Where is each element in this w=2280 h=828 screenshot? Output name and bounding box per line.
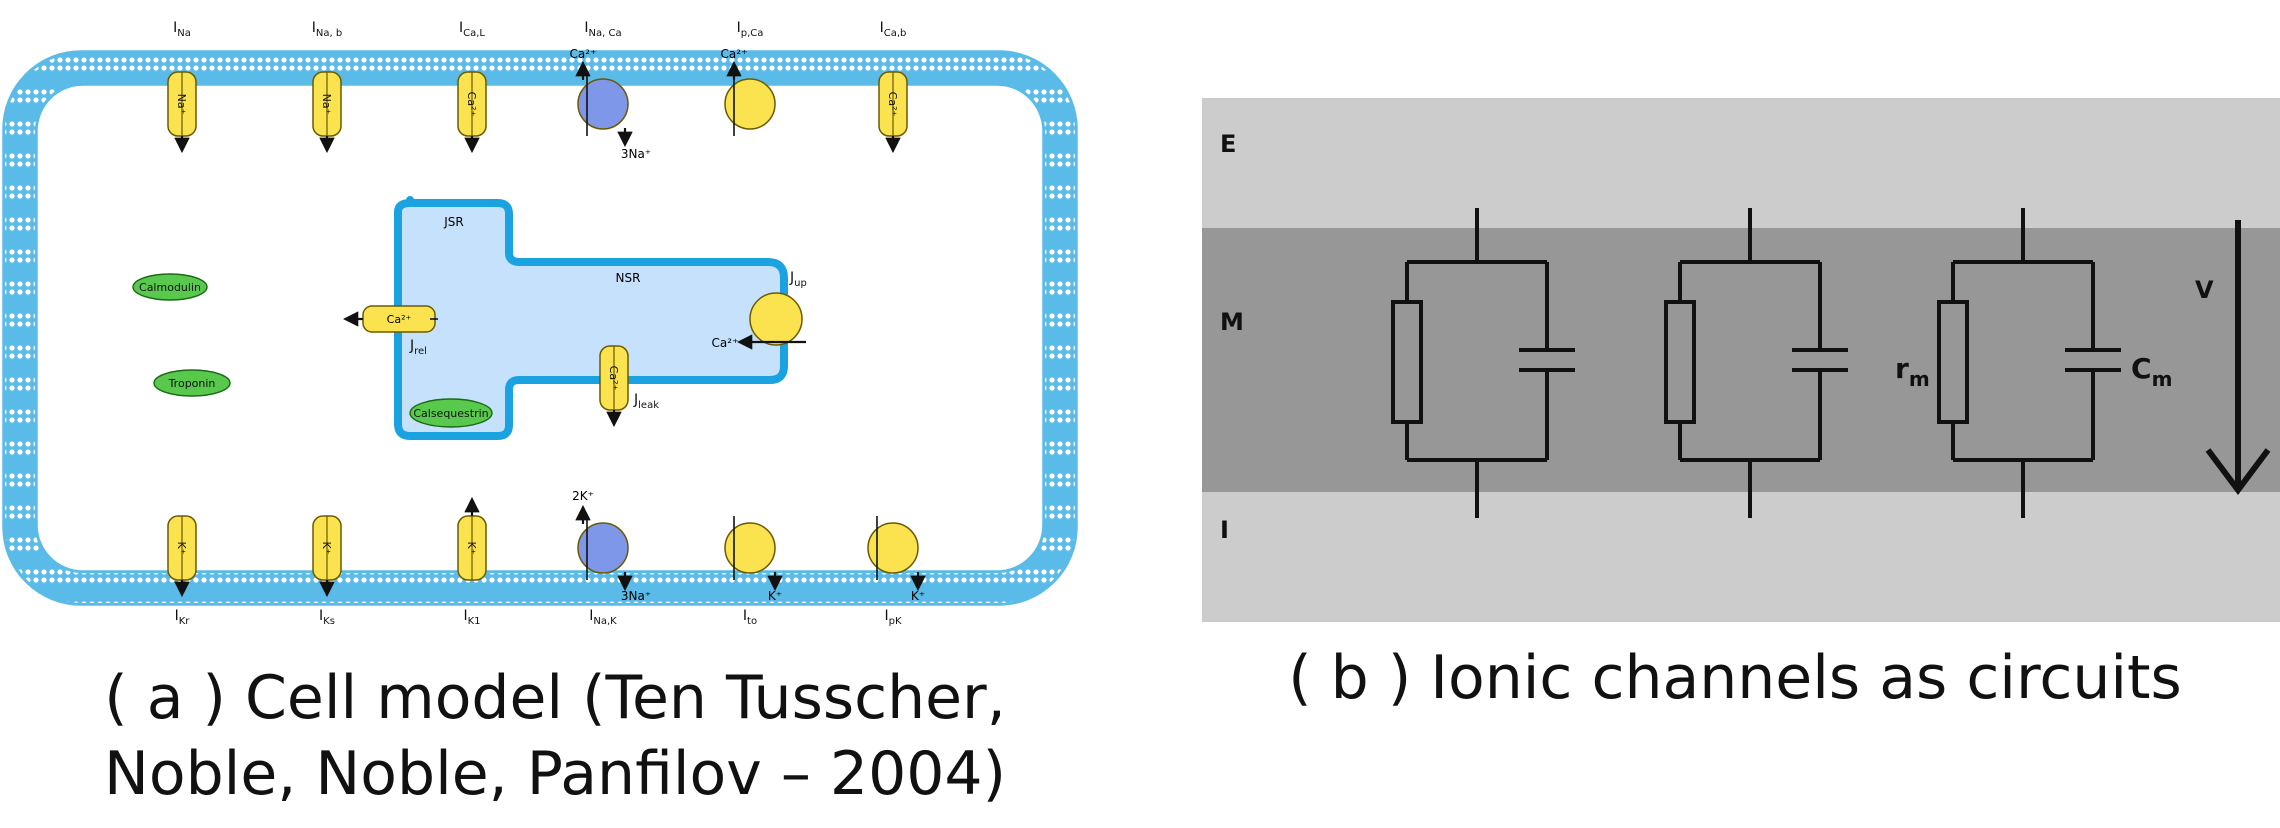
buffer-label: Calmodulin	[139, 281, 201, 294]
ion-channel-ion: K⁺	[320, 541, 333, 554]
nsr-label: NSR	[616, 271, 641, 285]
rc-circuit: rm Cm	[1895, 208, 2172, 518]
ion-label: Ca²⁺	[570, 47, 597, 61]
panel-a-caption: ( a ) Cell model (Ten Tusscher, Noble, N…	[103, 663, 1007, 809]
layer-label-M: M	[1220, 308, 1244, 336]
ion-channel-ion: Na⁺	[320, 94, 333, 115]
ion-label: 2K⁺	[572, 489, 594, 503]
ion-channel-ion: K⁺	[175, 541, 188, 554]
ion-label: Ca²⁺	[721, 47, 748, 61]
current-label-bottom: Ito	[743, 608, 757, 627]
extracellular-layer	[1202, 98, 2280, 228]
pump	[867, 522, 919, 574]
pump	[724, 522, 776, 574]
current-label-top: INa, b	[312, 20, 342, 39]
buffer-calsequestrin	[409, 398, 493, 428]
ion-channel: Na⁺	[312, 71, 342, 137]
current-label-top: ICa,b	[880, 20, 907, 39]
intracellular-layer	[1202, 492, 2280, 622]
ion-label: K⁺	[911, 589, 925, 603]
sarcoplasmic-reticulum	[394, 196, 788, 440]
current-label-bottom: IpK	[884, 608, 901, 627]
circuit-diagram: E M Irm Cm V	[1202, 98, 2280, 622]
ion-channel: K⁺	[457, 515, 487, 581]
current-label-top: INa, Ca	[584, 20, 621, 39]
voltage-arrow-head	[2205, 448, 2271, 495]
capacitor-label: Cm	[2131, 352, 2172, 391]
ion-channel: Ca²⁺	[878, 71, 908, 137]
leak-flux-label: Jleak	[633, 392, 659, 411]
panel-b-caption: ( b ) Ionic channels as circuits	[1288, 643, 2182, 713]
current-label-bottom: IK1	[463, 608, 480, 627]
layer-label-I: I	[1220, 516, 1229, 544]
voltage-label: V	[2195, 276, 2214, 304]
buffer-troponin	[153, 369, 231, 397]
layer-label-E: E	[1220, 130, 1236, 158]
buffer-calmodulin	[132, 273, 208, 301]
leak-channel-ion: Ca²⁺	[607, 366, 620, 391]
buffer-label: Calsequestrin	[413, 407, 488, 420]
ion-channel-ion: Ca²⁺	[465, 92, 478, 117]
jsr-label: JSR	[443, 215, 464, 229]
ion-label: 3Na⁺	[621, 147, 651, 161]
current-label-top: Ip,Ca	[737, 20, 764, 39]
current-label-top: INa	[173, 20, 191, 39]
ion-channel-ion: K⁺	[465, 541, 478, 554]
ion-channel: Na⁺	[167, 71, 197, 137]
current-label-top: ICa,L	[459, 20, 485, 39]
buffer-label: Troponin	[168, 377, 216, 390]
uptake-ion: Ca²⁺	[712, 336, 739, 350]
ion-channel: K⁺	[312, 515, 342, 581]
release-ion: Ca²⁺	[387, 313, 412, 326]
ion-channel: K⁺	[167, 515, 197, 581]
rc-circuit	[1391, 208, 1575, 518]
ion-channel-ion: Na⁺	[175, 94, 188, 115]
leak-channel: Ca²⁺	[599, 345, 629, 411]
ion-channel: Ca²⁺	[457, 71, 487, 137]
pump	[724, 78, 776, 130]
release-flux-label: Jrel	[409, 338, 427, 357]
resistor-label: rm	[1895, 352, 1930, 391]
serca-pump	[749, 292, 803, 346]
current-label-bottom: INa,K	[589, 608, 617, 627]
ion-label: K⁺	[768, 589, 782, 603]
voltage-arrow	[2205, 220, 2271, 495]
membrane-layer	[1202, 228, 2280, 492]
current-label-bottom: IKr	[175, 608, 191, 627]
exchanger	[577, 522, 629, 574]
ion-label: 3Na⁺	[621, 589, 651, 603]
ion-channel-ion: Ca²⁺	[886, 92, 899, 117]
exchanger	[577, 78, 629, 130]
rc-circuit	[1664, 208, 1848, 518]
current-label-bottom: IKs	[319, 608, 335, 627]
uptake-flux-label: Jup	[789, 270, 807, 289]
